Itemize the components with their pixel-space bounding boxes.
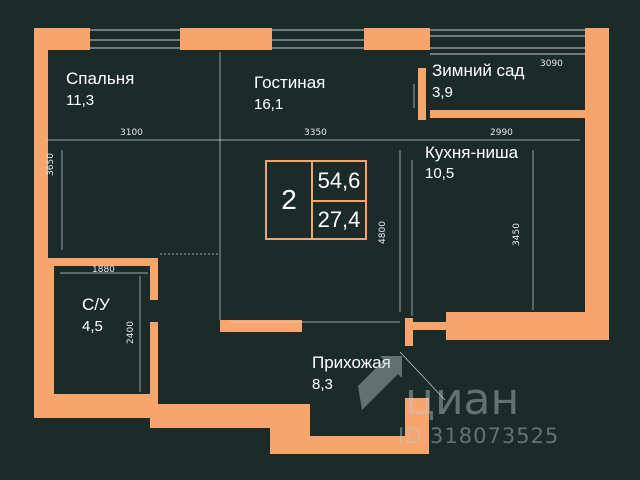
room-area-bathroom: 4,5 [82, 318, 103, 335]
room-area-winter-garden: 3,9 [432, 84, 453, 101]
dim-living-width: 3350 [304, 128, 327, 138]
room-area-hallway: 8,3 [312, 376, 333, 393]
living-area: 27,4 [317, 207, 361, 232]
dim-bath-depth: 2400 [125, 321, 136, 344]
dim-living-depth: 4800 [377, 221, 388, 244]
windows [90, 29, 585, 55]
walls [34, 28, 609, 454]
room-name-hallway: Прихожая [312, 353, 391, 372]
room-area-kitchen: 10,5 [425, 165, 455, 182]
room-name-kitchen: Кухня-ниша [425, 143, 519, 162]
dim-kitchen-depth: 3450 [511, 223, 522, 246]
watermark-brand: циан [405, 374, 520, 425]
room-name-bathroom: С/У [82, 295, 110, 314]
apartment-summary-badge: 2 54,6 27,4 [265, 160, 367, 240]
watermark-id: ID 318073525 [398, 424, 560, 448]
dimension-lines [46, 52, 580, 401]
dim-bedroom-depth: 3650 [45, 153, 56, 176]
dim-bedroom-width: 3100 [120, 128, 143, 138]
room-name-living: Гостиная [254, 73, 326, 92]
room-count: 2 [267, 162, 313, 238]
total-area: 54,6 [313, 162, 365, 202]
dim-bath-width: 1880 [92, 265, 115, 275]
dim-kitchen-width: 2990 [490, 128, 513, 138]
room-name-bedroom: Спальня [66, 69, 135, 88]
dim-garden-width: 3090 [540, 59, 563, 69]
room-area-living: 16,1 [254, 96, 284, 113]
room-name-winter-garden: Зимний сад [432, 61, 525, 80]
room-area-bedroom: 11,3 [66, 92, 95, 109]
